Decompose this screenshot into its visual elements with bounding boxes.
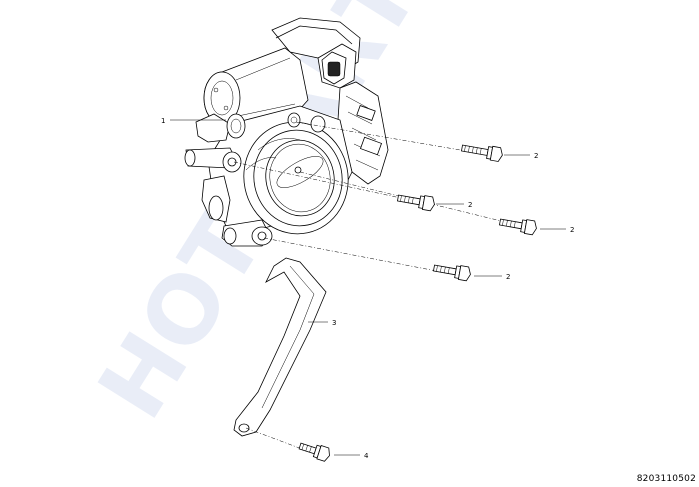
callout-4: 4: [364, 452, 369, 460]
leader-lines: [170, 119, 566, 456]
bolt-2c: [499, 218, 537, 236]
bolt-4: [298, 442, 330, 462]
diagram-number: 8203110502: [636, 474, 696, 484]
bolt-2d: [433, 264, 471, 282]
callout-2: 2: [468, 201, 472, 209]
bracket: [233, 257, 327, 437]
callout-2: 2: [534, 152, 538, 160]
bolt-2b: [397, 194, 435, 212]
callout-2: 2: [506, 273, 510, 281]
throttle-body: [184, 17, 389, 247]
center-lines: [233, 121, 531, 453]
callout-3: 3: [332, 319, 336, 327]
callout-2: 2: [570, 226, 574, 234]
callout-1: 1: [161, 117, 165, 125]
bolt-2a: [461, 144, 503, 162]
